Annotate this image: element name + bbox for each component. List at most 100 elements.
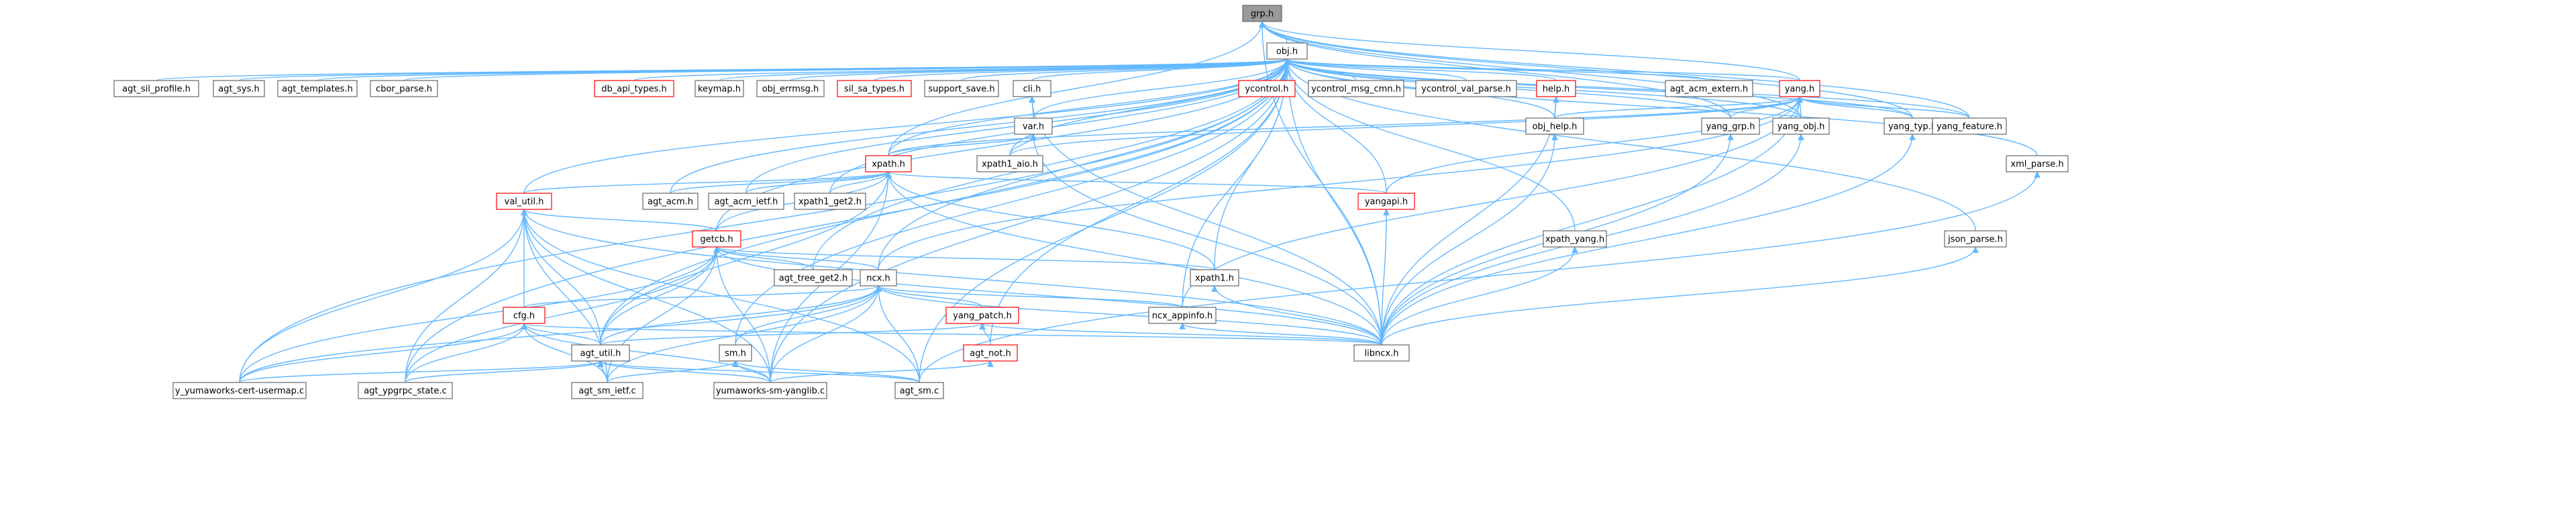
edge-agt_sm_c-to-agt_util_h — [597, 360, 920, 383]
edge-libncx_h-to-json_parse_h — [1381, 246, 1979, 346]
node-label: support_save.h — [928, 85, 994, 95]
node-agt-sm-c[interactable]: agt_sm.c — [894, 382, 944, 399]
node-sm-h[interactable]: sm.h — [719, 344, 752, 362]
edge-yang_h-to-obj_h — [1284, 58, 1800, 81]
edge-agt_ypgrpc_state_c-to-getcb_h — [405, 246, 720, 383]
node-yang-h[interactable]: yang.h — [1779, 80, 1820, 97]
node-agt-ypgrpc-state-c[interactable]: agt_ypgrpc_state.c — [358, 382, 453, 399]
node-box — [963, 344, 1018, 362]
node-agt-templates-h[interactable]: agt_templates.h — [277, 80, 358, 97]
node-label: yumaworks-sm-yanglib.c — [716, 386, 825, 397]
node-ncx-appinfo-h[interactable]: ncx_appinfo.h — [1148, 307, 1217, 324]
edge-yangapi_h-to-xpath_h — [885, 171, 1387, 194]
node-agt-sys-h[interactable]: agt_sys.h — [213, 80, 265, 97]
node-box — [865, 155, 912, 172]
node-agt-acm-extern-h[interactable]: agt_acm_extern.h — [1665, 80, 1753, 97]
node-obj-errmsg-h[interactable]: obj_errmsg.h — [756, 80, 825, 97]
node-box — [594, 80, 674, 97]
edge-agt_util_h-to-xpath_h — [600, 171, 892, 346]
node-y-yumaworks-cert-usermap-c[interactable]: y_yumaworks-cert-usermap.c — [172, 382, 307, 399]
node-agt-sm-ietf-c[interactable]: agt_sm_ietf.c — [571, 382, 643, 399]
node-box — [1525, 117, 1584, 135]
node-cbor-parse-h[interactable]: cbor_parse.h — [370, 80, 438, 97]
node-label: cli.h — [1023, 85, 1041, 95]
node-box — [924, 80, 999, 97]
edge-cli_h-to-obj_h — [1031, 58, 1290, 81]
edge-yang_typ_h-to-yang_h — [1796, 96, 1913, 119]
node-label: ncx_appinfo.h — [1152, 311, 1213, 321]
node-yang-grp-h[interactable]: yang_grp.h — [1701, 117, 1760, 135]
edge-yang_feature_h-to-grp_h — [1259, 21, 1970, 119]
node-label: val_util.h — [505, 197, 544, 207]
node-ycontrol-val-parse-h[interactable]: ycontrol_val_parse.h — [1415, 80, 1517, 97]
node-cli-h[interactable]: cli.h — [1013, 80, 1051, 97]
node-json-parse-h[interactable]: json_parse.h — [1944, 230, 2007, 248]
node-box — [1884, 117, 1941, 135]
edge-xpath_yang_h-to-obj_h — [1284, 58, 1576, 231]
node-agt-acm-ietf-h[interactable]: agt_acm_ietf.h — [708, 193, 784, 210]
node-getcb-h[interactable]: getcb.h — [692, 230, 741, 248]
node-box — [1357, 193, 1415, 210]
node-keymap-h[interactable]: keymap.h — [694, 80, 744, 97]
node-box — [1308, 80, 1404, 97]
node-yumaworks-sm-yanglib-c[interactable]: yumaworks-sm-yanglib.c — [713, 382, 827, 399]
node-xml-parse-h[interactable]: xml_parse.h — [2006, 155, 2069, 172]
node-ncx-h[interactable]: ncx.h — [860, 269, 897, 287]
node-label: db_api_types.h — [601, 85, 667, 95]
edge-y_yumaworks_cert_usermap_c-to-getcb_h — [239, 246, 720, 383]
node-obj-help-h[interactable]: obj_help.h — [1525, 117, 1584, 135]
edge-xpath_h-to-yang_h — [888, 96, 1803, 156]
node-yang-obj-h[interactable]: yang_obj.h — [1772, 117, 1830, 135]
node-help-h[interactable]: help.h — [1536, 80, 1576, 97]
node-yang-typ-h[interactable]: yang_typ.h — [1884, 117, 1941, 135]
node-yangapi-h[interactable]: yangapi.h — [1357, 193, 1415, 210]
node-yang-patch-h[interactable]: yang_patch.h — [945, 307, 1019, 324]
edge-libncx_h-to-ncx_h — [875, 285, 1382, 346]
edge-xpath1_h-to-xpath_h — [885, 171, 1215, 270]
edge-ycontrol_val_parse_h-to-obj_h — [1284, 58, 1467, 81]
node-ycontrol-h[interactable]: ycontrol.h — [1238, 80, 1296, 97]
node-xpath1-aio-h[interactable]: xpath1_aio.h — [976, 155, 1043, 172]
node-agt-acm-h[interactable]: agt_acm.h — [642, 193, 699, 210]
edge-yangapi_h-to-yang_h — [1386, 96, 1803, 194]
edge-libncx_h-to-xpath_yang_h — [1381, 246, 1578, 346]
node-xpath-yang-h[interactable]: xpath_yang.h — [1543, 230, 1607, 248]
node-xpath1-h[interactable]: xpath1.h — [1190, 269, 1239, 287]
edge-yang_h-to-grp_h — [1259, 21, 1800, 81]
edge-y_yumaworks_cert_usermap_c-to-agt_util_h — [239, 360, 604, 383]
edge-agt_util_h-to-cfg_h — [521, 323, 601, 346]
edge-agt_ypgrpc_state_c-to-cfg_h — [405, 323, 527, 383]
node-sil-sa-types-h[interactable]: sil_sa_types.h — [837, 80, 912, 97]
node-label: libncx.h — [1365, 349, 1399, 359]
edge-agt_ypgrpc_state_c-to-obj_h — [405, 58, 1290, 383]
node-cfg-h[interactable]: cfg.h — [503, 307, 546, 324]
node-support-save-h[interactable]: support_save.h — [924, 80, 999, 97]
node-var-h[interactable]: var.h — [1014, 117, 1053, 135]
node-agt-sil-profile-h[interactable]: agt_sil_profile.h — [113, 80, 199, 97]
node-box — [571, 344, 630, 362]
node-libncx-h[interactable]: libncx.h — [1353, 344, 1410, 362]
node-xpath1-get2-h[interactable]: xpath1_get2.h — [794, 193, 866, 210]
node-label: xml_parse.h — [2010, 160, 2063, 170]
node-agt-not-h[interactable]: agt_not.h — [963, 344, 1018, 362]
edge-agt_tree_get2_h-to-getcb_h — [713, 246, 814, 270]
edge-agt_sm_ietf_c-to-cfg_h — [521, 323, 608, 383]
node-box — [1242, 5, 1282, 22]
node-db-api-types-h[interactable]: db_api_types.h — [594, 80, 674, 97]
node-label: sm.h — [725, 349, 746, 359]
node-label: agt_util.h — [580, 349, 621, 359]
edge-yumaworks_sm_yanglib_c-to-val_util_h — [521, 209, 771, 383]
node-val-util-h[interactable]: val_util.h — [496, 193, 552, 210]
node-yang-feature-h[interactable]: yang_feature.h — [1932, 117, 2007, 135]
node-obj-h[interactable]: obj.h — [1266, 42, 1308, 60]
node-box — [1014, 117, 1053, 135]
edge-agt_util_h-to-ncx_h — [600, 285, 882, 346]
node-agt-tree-get2-h[interactable]: agt_tree_get2.h — [774, 269, 853, 287]
node-xpath-h[interactable]: xpath.h — [865, 155, 912, 172]
node-grp-h[interactable]: grp.h — [1242, 5, 1282, 22]
node-box — [172, 382, 307, 399]
node-ycontrol-msg-cmn-h[interactable]: ycontrol_msg_cmn.h — [1308, 80, 1404, 97]
node-agt-util-h[interactable]: agt_util.h — [571, 344, 630, 362]
node-label: agt_acm.h — [648, 197, 693, 207]
edge-xml_parse_h-to-obj_h — [1284, 58, 2038, 156]
